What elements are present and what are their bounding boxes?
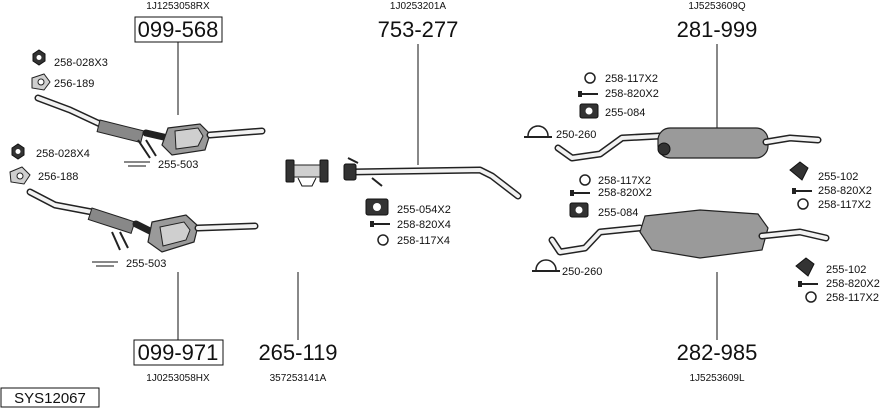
front-pipe-1-group: 1J1253058RX 099-568	[34, 1, 266, 159]
part-label-p14[interactable]: 258-117X2	[598, 175, 651, 187]
part-label-p12[interactable]: 255-084	[605, 107, 645, 119]
part-label-p16[interactable]: 255-084	[598, 207, 638, 219]
part-callout: 258-820X2	[578, 88, 659, 100]
part-callout: 258-820X2	[570, 187, 652, 199]
system-code: SYS12067	[14, 390, 86, 407]
washer-icon	[805, 291, 817, 303]
oem-number-front-pipe-2: 1J0253058HX	[146, 373, 210, 384]
part-label-p3[interactable]: 258-028X4	[36, 148, 90, 160]
rear-muffler-1-drawing	[554, 127, 822, 162]
part-label-p9[interactable]: 258-117X4	[397, 235, 450, 247]
washer-icon	[797, 198, 809, 210]
system-code-box	[0, 387, 100, 408]
part-callout: 256-189	[31, 73, 94, 91]
part-label-p19[interactable]: 258-117X2	[818, 199, 871, 211]
oem-number-middle-pipe: 1J0253201A	[390, 1, 446, 12]
part-label-p15[interactable]: 258-820X2	[598, 187, 652, 199]
rear-muffler-2-drawing	[548, 209, 830, 259]
connector-group: 265-119 357253141A	[258, 159, 338, 384]
part-callout: 255-084	[569, 202, 638, 219]
part-label-p10[interactable]: 258-117X2	[605, 73, 658, 85]
flex-section	[87, 207, 136, 234]
part-label-p23[interactable]: 258-117X2	[826, 292, 879, 304]
part-number-rear-muffler-1[interactable]: 281-999	[677, 17, 758, 42]
front-pipe-2-group: 099-971 1J0253058HX	[26, 188, 259, 384]
part-callout: 255-054X2	[365, 198, 451, 216]
hanger-icon	[795, 257, 815, 277]
part-label-p21[interactable]: 255-102	[826, 264, 866, 276]
part-callout: 255-084	[579, 103, 645, 119]
part-callout: 258-117X2	[797, 198, 871, 211]
oem-number-connector: 357253141A	[270, 373, 327, 384]
muffler-body-2	[639, 209, 769, 259]
part-callout: 258-028X4	[11, 143, 90, 160]
part-label-p4[interactable]: 256-188	[38, 171, 78, 183]
part-label-p13[interactable]: 250-260	[556, 129, 596, 141]
part-callout: 258-028X3	[32, 49, 108, 69]
middle-pipe-drawing	[343, 157, 522, 200]
part-callout: 258-117X4	[377, 234, 450, 247]
part-callout: 255-503	[92, 258, 166, 270]
clamp-ring-icon	[535, 259, 557, 271]
part-label-p17[interactable]: 255-102	[818, 171, 858, 183]
oem-number-front-pipe-1: 1J1253058RX	[146, 1, 210, 12]
part-callout: 258-820X2	[798, 278, 880, 290]
hanger-icon	[789, 161, 809, 181]
flex-section	[96, 119, 145, 144]
part-label-p20[interactable]: 250-260	[562, 266, 602, 278]
front-pipe-2-drawing	[26, 188, 259, 253]
middle-pipe-group: 1J0253201A 753-277	[343, 1, 522, 200]
part-label-p7[interactable]: 255-054X2	[397, 204, 451, 216]
connector-drawing	[285, 159, 329, 187]
part-callout: 250-260	[532, 259, 602, 278]
part-number-connector[interactable]: 265-119	[258, 340, 337, 365]
part-callout: 255-102	[795, 257, 866, 277]
washer-icon	[579, 174, 591, 186]
part-callout: 258-820X4	[370, 219, 451, 231]
muffler-body-1	[657, 127, 769, 159]
mount-strip-icon	[92, 261, 118, 267]
part-label-p6[interactable]: 255-503	[126, 258, 166, 270]
part-callout: 258-820X2	[792, 185, 872, 197]
oem-number-rear-muffler-1: 1J5253609Q	[688, 1, 745, 12]
part-label-p11[interactable]: 258-820X2	[605, 88, 659, 100]
part-label-p1[interactable]: 258-028X3	[54, 57, 108, 69]
part-label-p5[interactable]: 255-503	[158, 159, 198, 171]
part-callout: 250-260	[524, 125, 596, 141]
oem-number-rear-muffler-2: 1J5253609L	[689, 373, 744, 384]
part-number-front-pipe-1[interactable]: 099-568	[138, 17, 219, 42]
part-callout: 256-188	[9, 166, 78, 185]
part-label-p8[interactable]: 258-820X4	[397, 219, 451, 231]
part-callout: 255-102	[789, 161, 858, 183]
part-callout: 255-503	[124, 159, 198, 171]
part-label-p18[interactable]: 258-820X2	[818, 185, 872, 197]
part-number-rear-muffler-2[interactable]: 282-985	[677, 340, 758, 365]
clamp-ring-icon	[527, 125, 549, 137]
rear-muffler-1-group: 1J5253609Q 281-999	[554, 1, 822, 162]
part-number-front-pipe-2[interactable]: 099-971	[138, 340, 219, 365]
part-number-box	[133, 339, 224, 366]
part-number-middle-pipe[interactable]: 753-277	[378, 17, 459, 42]
part-label-p22[interactable]: 258-820X2	[826, 278, 880, 290]
washer-icon	[377, 234, 389, 246]
part-label-p2[interactable]: 256-189	[54, 78, 94, 90]
part-callout: 258-117X2	[805, 291, 879, 304]
mount-strip-icon	[124, 161, 150, 167]
part-callout: 258-117X2	[584, 72, 658, 85]
front-pipe-1-drawing	[34, 94, 266, 159]
part-callout: 258-117X2	[579, 174, 651, 187]
washer-icon	[584, 72, 596, 84]
rear-muffler-2-group: 282-985 1J5253609L	[548, 209, 830, 384]
